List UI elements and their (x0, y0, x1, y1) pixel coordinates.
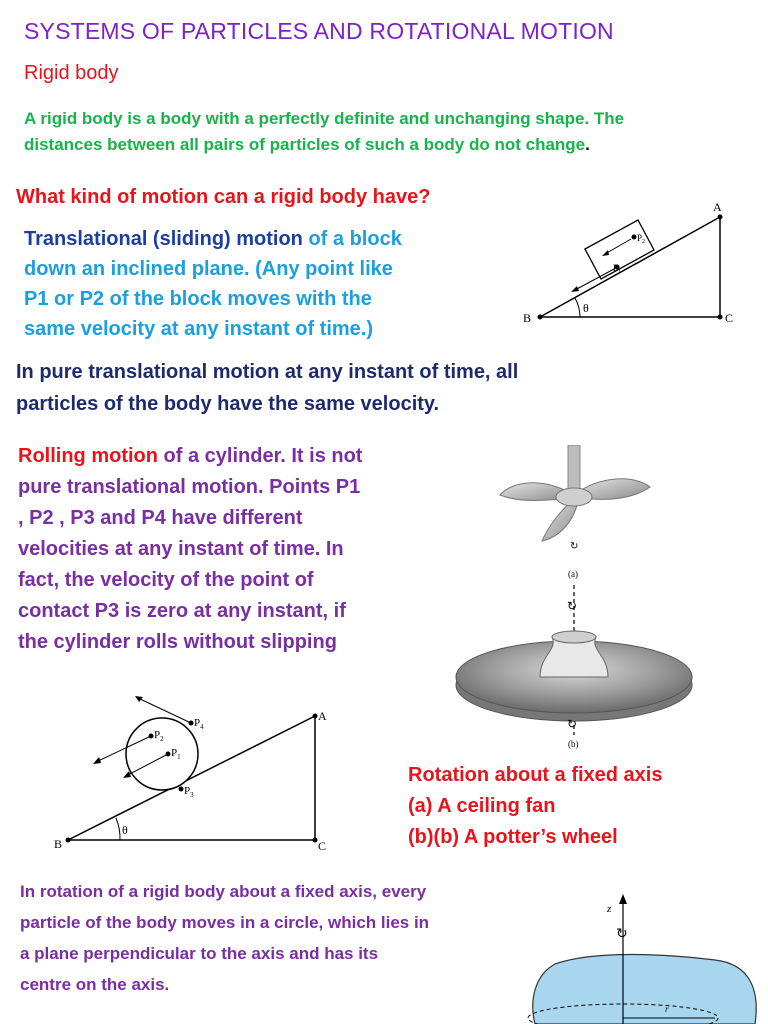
trans-term: Translational (sliding) motion (24, 228, 303, 250)
axis-rotation-icon: ↻ (616, 927, 628, 942)
roll-line-5: fact, the velocity of the point of (18, 569, 314, 591)
wheel-pot-rim (551, 630, 597, 644)
cyl-p2-label: P2 (154, 729, 164, 743)
trans-line-1: Translational (sliding) motion of a bloc… (24, 224, 402, 254)
axis-line-1: In rotation of a rigid body about a fixe… (20, 882, 427, 901)
label-a: A (713, 200, 722, 214)
motion-question: What kind of motion can a rigid body hav… (16, 186, 431, 208)
roll-incline-line (67, 715, 316, 841)
block-p2-dot (631, 234, 637, 240)
block-arrow-lower (574, 268, 615, 291)
trans-line-2: down an inclined plane. (Any point like (24, 258, 393, 280)
fan-blade-front (541, 498, 579, 542)
rolling-text: Rolling motion of a cylinder. It is not … (18, 441, 362, 658)
rotation-heading: Rotation about a fixed axis (408, 764, 663, 786)
axis-line-2: particle of the body moves in a circle, … (20, 913, 430, 932)
cyl-arrowhead-p4 (135, 696, 143, 702)
fan-caption: (a) (568, 569, 578, 579)
label-c: C (725, 311, 733, 325)
rigid-rotation-figure: z ↻ r (527, 894, 757, 1024)
rotation-item-b: (b)(b) A potter’s wheel (408, 826, 618, 848)
fan-rotation-icon: ↻ (570, 541, 578, 552)
rigid-body-heading: Rigid body (24, 62, 119, 84)
cyl-p1-label: P1 (171, 747, 181, 761)
point-b-dot (537, 314, 543, 320)
point-c-dot (717, 314, 723, 320)
incline-line (539, 216, 721, 318)
rolling-cylinder-figure: θ B A C P4 P2 P1 P3 (54, 696, 327, 853)
roll-line-1: Rolling motion of a cylinder. It is not (18, 441, 362, 472)
roll-line-2: pure translational motion. Points P1 (18, 476, 361, 498)
roll-term: Rolling motion (18, 445, 158, 467)
particle-circle-path (527, 1003, 719, 1024)
roll-label-b: B (54, 837, 62, 851)
cyl-p3-label: P3 (184, 785, 194, 799)
cyl-arrow-p4 (137, 697, 192, 724)
axis-line-3: a plane perpendicular to the axis and ha… (20, 944, 379, 963)
rigid-def-period: . (585, 135, 590, 154)
sliding-block (584, 219, 655, 280)
cyl-arrow-p1 (125, 753, 169, 777)
roll-line-1-rest: of a cylinder. It is not (157, 445, 363, 467)
pure-line-2: particles of the body have the same velo… (16, 393, 440, 415)
cyl-arrowhead-p1 (123, 771, 131, 778)
block-arrowhead-lower (571, 286, 579, 292)
rigid-def-line-2: distances between all pairs of particles… (24, 132, 624, 158)
axis-rotation-text: In rotation of a rigid body about a fixe… (20, 876, 429, 1000)
rigid-def-line-1: A rigid body is a body with a perfectly … (24, 109, 625, 128)
cyl-arrowhead-p2 (93, 757, 101, 764)
theta-label: θ (583, 301, 589, 315)
block-p1-label: P1 (613, 263, 621, 275)
wheel-rotation-icon-bottom: ↻ (567, 717, 577, 731)
trans-line-3: P1 or P2 of the block moves with the (24, 288, 372, 310)
pure-line-1: In pure translational motion at any inst… (16, 361, 519, 383)
roll-line-4: velocities at any instant of time. In (18, 538, 344, 560)
cyl-p4-label: P4 (194, 717, 204, 731)
cyl-p3-dot (178, 786, 184, 792)
label-b: B (523, 311, 531, 325)
point-a-dot (717, 214, 723, 220)
roll-line-6: contact P3 is zero at any instant, if (18, 600, 346, 622)
block-arrow-upper (604, 238, 632, 255)
roll-point-c-dot (312, 837, 318, 843)
rolling-cylinder (125, 717, 199, 791)
axis-arrowhead (619, 894, 627, 904)
incline-block-figure: θ B A C P2 P1 (523, 200, 733, 325)
radius-label: r (665, 1004, 669, 1014)
roll-line-3: , P2 , P3 and P4 have different (18, 507, 303, 529)
rotation-item-a: (a) A ceiling fan (408, 795, 556, 817)
roll-line-7: the cylinder rolls without slipping (18, 631, 337, 653)
cyl-arrow-p2 (95, 735, 152, 763)
pure-translation-text: In pure translational motion at any inst… (16, 356, 518, 420)
fan-hub (555, 487, 593, 507)
fan-rod (567, 445, 581, 494)
rotation-section: Rotation about a fixed axis (a) A ceilin… (408, 760, 662, 853)
axis-z-label: z (606, 903, 612, 915)
rigid-body-definition: A rigid body is a body with a perfectly … (24, 106, 624, 158)
wheel-rotation-icon-top: ↻ (567, 599, 577, 613)
translational-text: Translational (sliding) motion of a bloc… (24, 224, 402, 344)
roll-theta-label: θ (122, 823, 128, 837)
fan-wheel-figure: (a) ↻ ↻ ↻ (b) (455, 445, 693, 749)
roll-point-a-dot (312, 713, 318, 719)
axis-line-4: centre on the axis. (20, 975, 170, 994)
trans-line-1-rest: of a block (302, 228, 402, 250)
roll-label-c: C (318, 839, 326, 853)
rigid-def-line-2-text: distances between all pairs of particles… (24, 135, 586, 154)
roll-label-a: A (318, 709, 327, 723)
theta-arc (574, 297, 581, 318)
page-title: SYSTEMS OF PARTICLES AND ROTATIONAL MOTI… (24, 18, 614, 44)
rigid-body-shape (532, 953, 757, 1024)
block-arrowhead-upper (602, 250, 609, 256)
wheel-caption: (b) (568, 739, 579, 749)
trans-line-4: same velocity at any instant of time.) (24, 318, 373, 340)
block-p2-label: P2 (637, 233, 645, 245)
roll-theta-arc (115, 817, 121, 841)
roll-point-b-dot (65, 837, 71, 843)
block-p1-dot (614, 264, 620, 270)
